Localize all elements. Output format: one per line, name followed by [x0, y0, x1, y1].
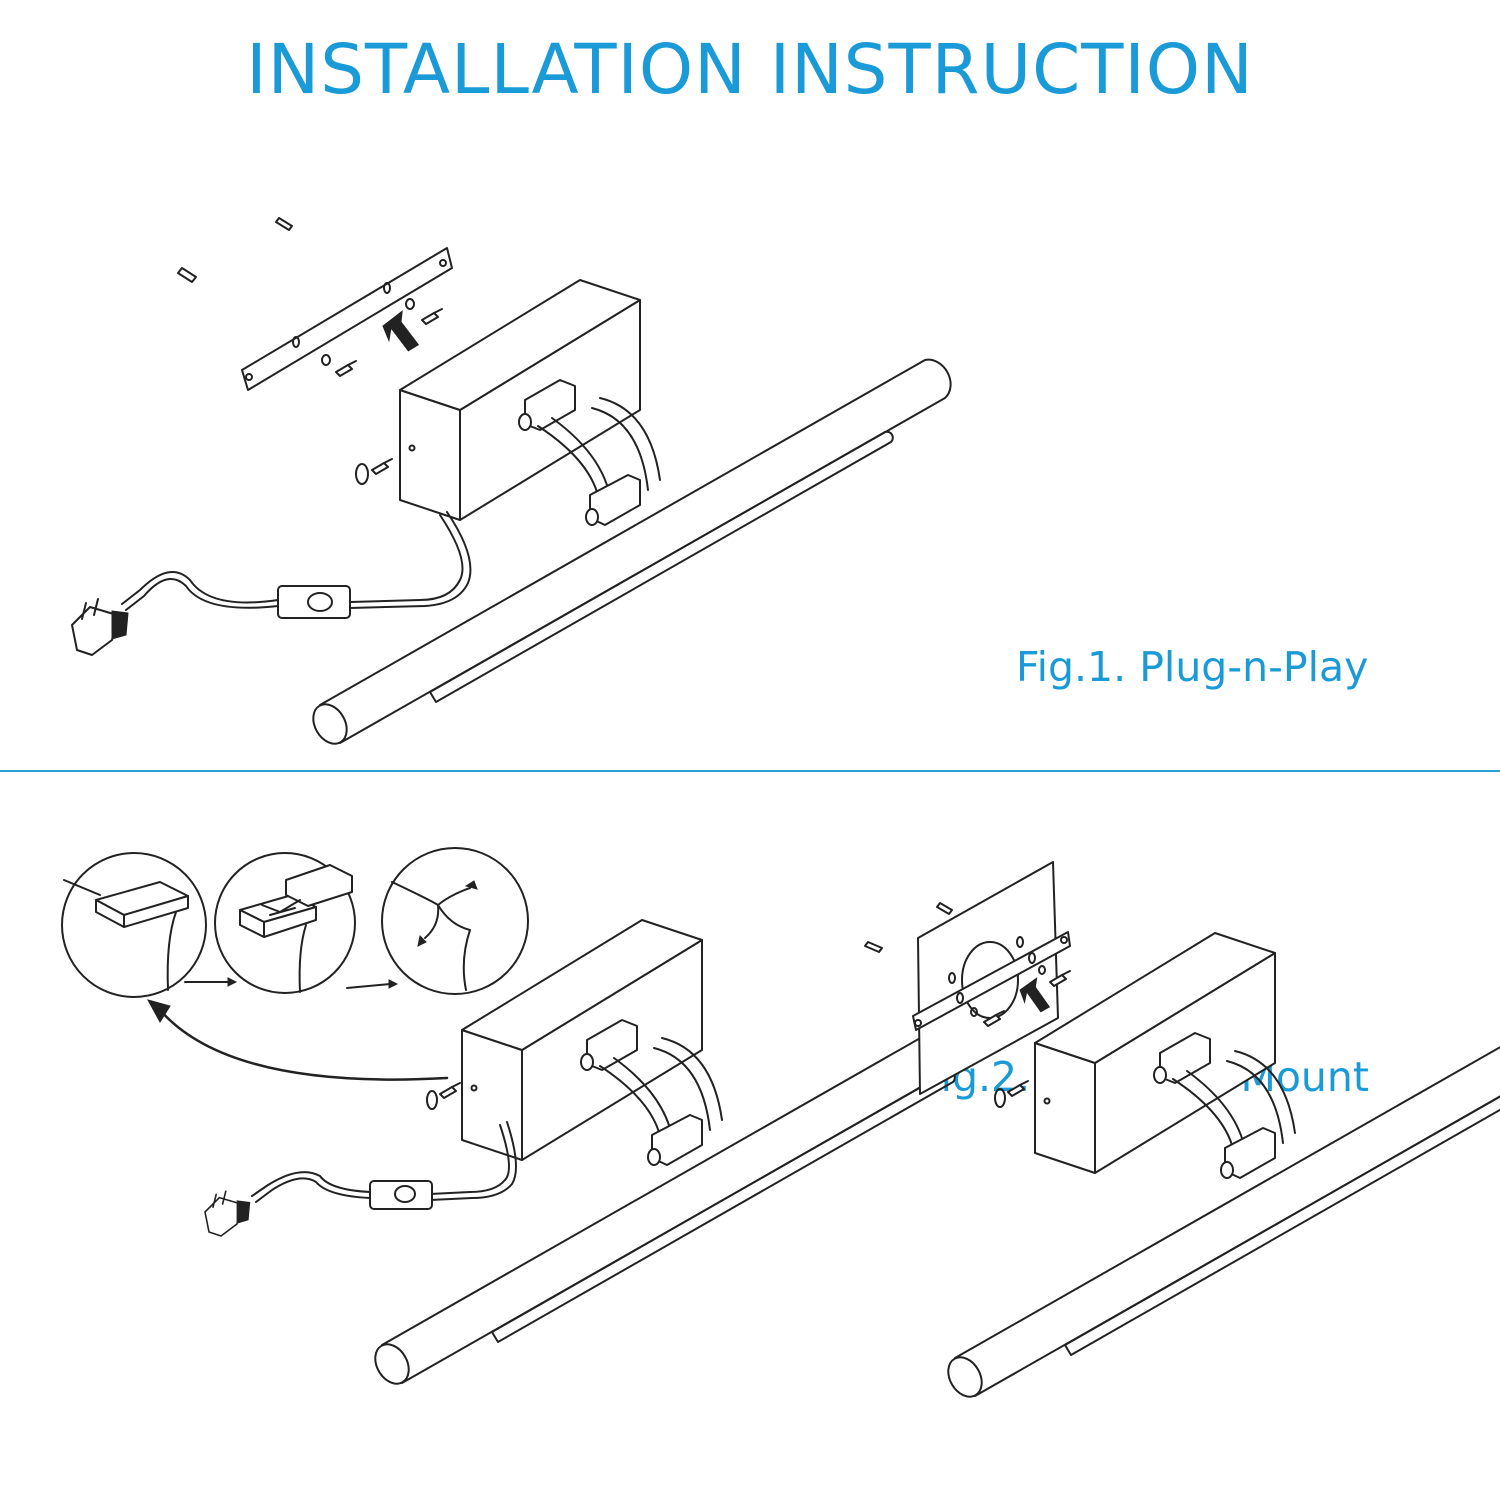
mounting-bracket: [241, 247, 453, 391]
screw-icon: [335, 360, 357, 377]
page-title: INSTALLATION INSTRUCTION: [246, 30, 1254, 110]
detail-circle-connected-wires: [381, 847, 529, 995]
fig2-left-drawing: [61, 847, 1014, 1391]
section-divider: [0, 770, 1500, 772]
plug-icon: [71, 598, 129, 656]
screw-icon: [371, 458, 393, 475]
screw-icon: [439, 1082, 461, 1099]
switch-icon: [277, 585, 351, 619]
wall-anchor-icon: [936, 902, 953, 915]
fig1-caption: Fig.1. Plug-n-Play: [1016, 643, 1369, 691]
fig2-right-drawing: [864, 861, 1500, 1404]
screw-icon: [421, 308, 443, 325]
wall-anchor-icon: [177, 217, 293, 283]
arrow-icon: [146, 999, 171, 1023]
wall-anchor-icon: [864, 941, 883, 953]
fig1-drawing: [71, 217, 952, 751]
switch-icon: [369, 1180, 433, 1210]
arrow-icon: [227, 977, 238, 987]
arrow-icon: [388, 979, 399, 989]
screw-icon: [1007, 1080, 1029, 1097]
arrow-icon: [377, 306, 430, 355]
light-fixture: [305, 279, 952, 751]
plug-icon: [204, 1190, 251, 1237]
